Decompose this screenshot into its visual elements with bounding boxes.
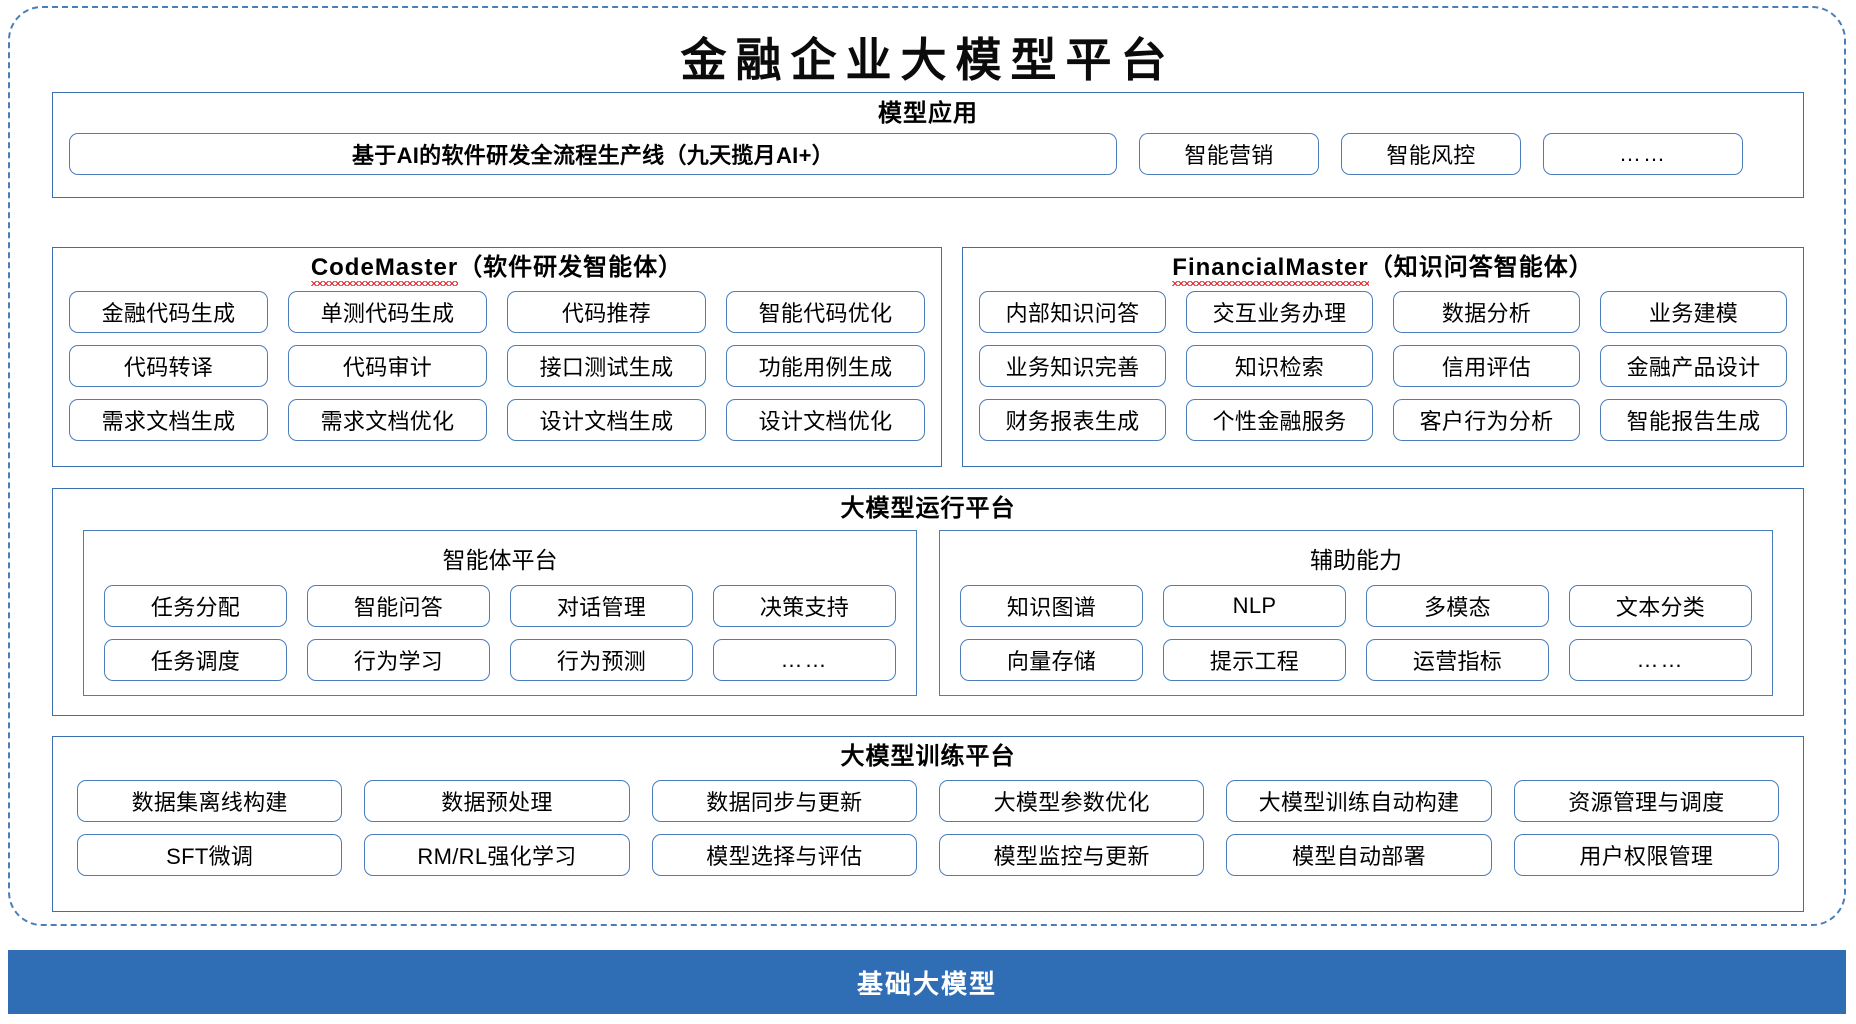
- chip-tp-10[interactable]: 模型自动部署: [1226, 834, 1492, 877]
- chip-ac-1[interactable]: NLP: [1163, 585, 1346, 628]
- chip-tp-8[interactable]: 模型选择与评估: [651, 834, 917, 877]
- panel-model-application: 模型应用 基于AI的软件研发全流程生产线（九天揽月AI+） 智能营销 智能风控 …: [52, 92, 1804, 198]
- chip-ac-2[interactable]: 多模态: [1366, 585, 1549, 628]
- chip-fm-2[interactable]: 数据分析: [1393, 291, 1580, 334]
- chip-fm-5[interactable]: 知识检索: [1186, 345, 1373, 388]
- subpanel-agent-platform-title: 智能体平台: [442, 547, 558, 574]
- chip-cm-11[interactable]: 设计文档优化: [726, 399, 925, 442]
- code-master-name: CodeMaster: [310, 254, 459, 287]
- chip-fm-1[interactable]: 交互业务办理: [1186, 291, 1373, 334]
- chip-model-application-more[interactable]: ……: [1543, 133, 1743, 176]
- chip-fm-11[interactable]: 智能报告生成: [1600, 399, 1787, 442]
- code-master-paren: （软件研发智能体）: [458, 254, 684, 281]
- chip-cm-9[interactable]: 需求文档优化: [288, 399, 487, 442]
- chip-tp-4[interactable]: 大模型训练自动构建: [1226, 780, 1492, 823]
- chip-smart-marketing[interactable]: 智能营销: [1139, 133, 1319, 176]
- chip-tp-9[interactable]: 模型监控与更新: [939, 834, 1205, 877]
- chip-cm-1[interactable]: 单测代码生成: [288, 291, 487, 334]
- chip-tp-7[interactable]: RM/RL强化学习: [364, 834, 630, 877]
- chip-cm-7[interactable]: 功能用例生成: [726, 345, 925, 388]
- page-title: 金融企业大模型平台: [680, 33, 1176, 87]
- base-model-bar: 基础大模型: [8, 950, 1846, 1014]
- chip-ai-sdlc-pipeline[interactable]: 基于AI的软件研发全流程生产线（九天揽月AI+）: [69, 133, 1117, 176]
- chip-cm-2[interactable]: 代码推荐: [507, 291, 706, 334]
- chip-tp-1[interactable]: 数据预处理: [364, 780, 630, 823]
- subpanel-assist-capability-title: 辅助能力: [1310, 547, 1402, 574]
- agent-platform-chip-grid: 任务分配 智能问答 对话管理 决策支持 任务调度 行为学习 行为预测 ……: [104, 585, 896, 682]
- panel-code-master: CodeMaster（软件研发智能体） 金融代码生成 单测代码生成 代码推荐 智…: [52, 247, 942, 467]
- chip-ap-4[interactable]: 任务调度: [104, 639, 287, 682]
- chip-fm-4[interactable]: 业务知识完善: [979, 345, 1166, 388]
- financial-master-name: FinancialMaster: [1172, 254, 1370, 287]
- base-model-label: 基础大模型: [856, 968, 997, 999]
- chip-cm-3[interactable]: 智能代码优化: [726, 291, 925, 334]
- subpanel-assist-capability: 辅助能力 知识图谱 NLP 多模态 文本分类 向量存储 提示工程 运营指标 ……: [939, 530, 1773, 697]
- subpanel-agent-platform: 智能体平台 任务分配 智能问答 对话管理 决策支持 任务调度 行为学习 行为预测…: [83, 530, 917, 697]
- code-master-chip-grid: 金融代码生成 单测代码生成 代码推荐 智能代码优化 代码转译 代码审计 接口测试…: [53, 282, 941, 442]
- chip-smart-risk-control[interactable]: 智能风控: [1341, 133, 1521, 176]
- panel-runtime-platform-title: 大模型运行平台: [840, 495, 1016, 522]
- panel-model-application-title: 模型应用: [878, 100, 978, 127]
- chip-ac-5[interactable]: 提示工程: [1163, 639, 1346, 682]
- chip-cm-6[interactable]: 接口测试生成: [507, 345, 706, 388]
- panel-training-platform: 大模型训练平台 数据集离线构建 数据预处理 数据同步与更新 大模型参数优化 大模…: [52, 736, 1804, 912]
- financial-master-paren: （知识问答智能体）: [1368, 254, 1594, 281]
- chip-ap-3[interactable]: 决策支持: [713, 585, 896, 628]
- panel-runtime-platform: 大模型运行平台 智能体平台 任务分配 智能问答 对话管理 决策支持 任务调度 行…: [52, 488, 1804, 716]
- chip-tp-3[interactable]: 大模型参数优化: [939, 780, 1205, 823]
- chip-ac-4[interactable]: 向量存储: [960, 639, 1143, 682]
- chip-cm-10[interactable]: 设计文档生成: [507, 399, 706, 442]
- training-platform-chip-grid: 数据集离线构建 数据预处理 数据同步与更新 大模型参数优化 大模型训练自动构建 …: [53, 770, 1803, 877]
- panel-code-master-title: CodeMaster（软件研发智能体）: [53, 254, 941, 287]
- chip-tp-6[interactable]: SFT微调: [77, 834, 343, 877]
- panel-financial-master: FinancialMaster（知识问答智能体） 内部知识问答 交互业务办理 数…: [962, 247, 1804, 467]
- panel-training-platform-title: 大模型训练平台: [840, 743, 1016, 770]
- chip-fm-0[interactable]: 内部知识问答: [979, 291, 1166, 334]
- chip-ap-6[interactable]: 行为预测: [510, 639, 693, 682]
- diagram-outer-frame: [8, 6, 1846, 926]
- chip-fm-7[interactable]: 金融产品设计: [1600, 345, 1787, 388]
- chip-ac-3[interactable]: 文本分类: [1569, 585, 1752, 628]
- chip-ap-1[interactable]: 智能问答: [307, 585, 490, 628]
- chip-ap-5[interactable]: 行为学习: [307, 639, 490, 682]
- chip-cm-0[interactable]: 金融代码生成: [69, 291, 268, 334]
- chip-ap-2[interactable]: 对话管理: [510, 585, 693, 628]
- chip-ac-more[interactable]: ……: [1569, 639, 1752, 682]
- chip-tp-11[interactable]: 用户权限管理: [1513, 834, 1779, 877]
- chip-ac-6[interactable]: 运营指标: [1366, 639, 1549, 682]
- chip-fm-9[interactable]: 个性金融服务: [1186, 399, 1373, 442]
- financial-master-chip-grid: 内部知识问答 交互业务办理 数据分析 业务建模 业务知识完善 知识检索 信用评估…: [963, 282, 1803, 442]
- chip-fm-10[interactable]: 客户行为分析: [1393, 399, 1580, 442]
- chip-cm-4[interactable]: 代码转译: [69, 345, 268, 388]
- chip-fm-8[interactable]: 财务报表生成: [979, 399, 1166, 442]
- chip-cm-5[interactable]: 代码审计: [288, 345, 487, 388]
- chip-cm-8[interactable]: 需求文档生成: [69, 399, 268, 442]
- chip-tp-5[interactable]: 资源管理与调度: [1513, 780, 1779, 823]
- chip-ap-0[interactable]: 任务分配: [104, 585, 287, 628]
- panel-financial-master-title: FinancialMaster（知识问答智能体）: [963, 254, 1803, 287]
- chip-tp-0[interactable]: 数据集离线构建: [77, 780, 343, 823]
- chip-tp-2[interactable]: 数据同步与更新: [651, 780, 917, 823]
- chip-ap-more[interactable]: ……: [713, 639, 896, 682]
- chip-ac-0[interactable]: 知识图谱: [960, 585, 1143, 628]
- assist-capability-chip-grid: 知识图谱 NLP 多模态 文本分类 向量存储 提示工程 运营指标 ……: [960, 585, 1752, 682]
- chip-fm-6[interactable]: 信用评估: [1393, 345, 1580, 388]
- chip-fm-3[interactable]: 业务建模: [1600, 291, 1787, 334]
